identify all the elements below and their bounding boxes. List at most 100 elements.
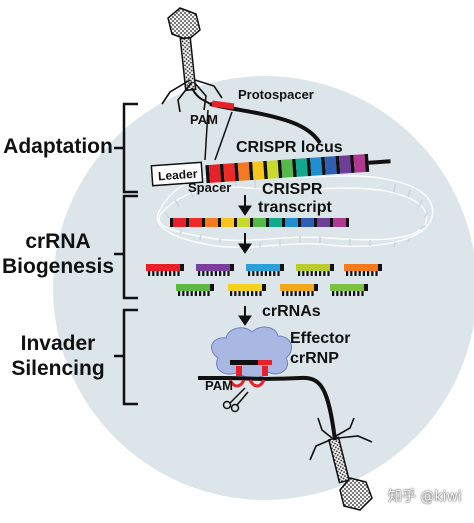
- crrna-tooth: [252, 271, 255, 276]
- crrna-repeat-end: [210, 284, 214, 291]
- crrna: [330, 284, 368, 296]
- crrna-tooth: [206, 271, 209, 276]
- crrna-tooth: [340, 291, 343, 296]
- scissors-icon: [222, 387, 249, 413]
- crrna-tooth: [362, 271, 365, 276]
- crrna-tooth: [327, 271, 330, 276]
- crrna: [296, 264, 334, 276]
- crrna-tooth: [260, 271, 263, 276]
- leader-box: Leader: [150, 161, 204, 187]
- crrna-tooth: [269, 271, 272, 276]
- crrna-tooth: [246, 291, 249, 296]
- locus-spacer: [223, 163, 236, 182]
- crrna-tooth: [361, 291, 364, 296]
- crrna-tooth: [234, 291, 237, 296]
- locus-spacer: [310, 157, 323, 176]
- crrna: [280, 284, 318, 296]
- transcript-repeat: [282, 218, 285, 227]
- crrna-tooth: [238, 291, 241, 296]
- locus-repeat: [234, 162, 240, 182]
- locus-spacer: [324, 156, 337, 175]
- crrna-repeat-end: [280, 264, 284, 271]
- crrna-tooth: [156, 271, 159, 276]
- crrna: [246, 264, 284, 276]
- crrna-tooth: [182, 291, 185, 296]
- crrna-tooth: [282, 291, 285, 296]
- transcript-repeat: [218, 218, 221, 227]
- transcript-spacer: [237, 218, 250, 227]
- stage-biogenesis-1: crRNA: [25, 230, 91, 253]
- phage-bottom: [309, 417, 373, 511]
- crrna: [344, 264, 382, 276]
- locus-repeat: [205, 164, 211, 184]
- locus-repeat: [277, 159, 283, 179]
- crrna-tooth: [298, 291, 301, 296]
- transcript-spacer: [333, 218, 346, 227]
- locus-repeat: [364, 153, 370, 173]
- crrna-tooth: [210, 271, 213, 276]
- transcript-repeat: [250, 218, 253, 227]
- crrna-spacer: [330, 284, 364, 291]
- locus-spacer: [339, 155, 352, 174]
- locus-repeat: [349, 154, 355, 174]
- crrna-tooth: [227, 271, 230, 276]
- phage-top: [161, 7, 223, 113]
- locus-spacer: [252, 161, 265, 180]
- crrna-tooth: [152, 271, 155, 276]
- crrna-tooth: [367, 271, 370, 276]
- crrna-tooth: [310, 271, 313, 276]
- stage-biogenesis-2: Biogenesis: [2, 255, 115, 278]
- crrna-repeat-end: [378, 264, 382, 271]
- crrna-repeat-end: [262, 284, 266, 291]
- crrna-tooth: [242, 291, 245, 296]
- crrna-tooth: [177, 271, 180, 276]
- crrna-tooth: [207, 291, 210, 296]
- target-dna: [198, 375, 337, 441]
- crrna-tooth: [219, 271, 222, 276]
- crrna-tooth: [311, 291, 314, 296]
- crrna: [146, 264, 184, 276]
- crrna-tooth: [169, 271, 172, 276]
- crrna-tooth: [371, 271, 374, 276]
- transcript-repeat: [346, 218, 349, 227]
- crrna-tooth: [290, 291, 293, 296]
- crrna-spacer: [196, 264, 230, 271]
- effector-label-1: Effector: [290, 330, 350, 347]
- crrna-tooth: [303, 291, 306, 296]
- transcript-spacer: [301, 218, 314, 227]
- transcript-spacer: [253, 218, 266, 227]
- crrna-repeat-end: [314, 284, 318, 291]
- crrna-tooth: [248, 271, 251, 276]
- locus-repeat: [335, 155, 341, 175]
- crrna-tooth: [298, 271, 301, 276]
- stage-adaptation: Adaptation: [3, 135, 113, 158]
- crrna-tooth: [251, 291, 254, 296]
- crrna-tooth: [148, 271, 151, 276]
- crrna-tooth: [302, 271, 305, 276]
- crrna-tooth: [357, 291, 360, 296]
- locus-repeat: [292, 158, 297, 178]
- crrna-tooth: [273, 271, 276, 276]
- crrna-tooth: [346, 271, 349, 276]
- crrna-tooth: [353, 291, 356, 296]
- crrna-spacer: [296, 264, 330, 271]
- transcript-label-2: transcript: [258, 199, 332, 216]
- crrna-tooth: [198, 271, 201, 276]
- crispr-locus-label: CRISPR locus: [236, 139, 343, 156]
- transcript-spacer: [221, 218, 234, 227]
- transcript-repeat: [298, 218, 301, 227]
- locus-spacer: [237, 162, 250, 181]
- locus-spacer: [281, 159, 294, 178]
- crrna-spacer: [146, 264, 180, 271]
- crrna-tooth: [307, 291, 310, 296]
- crrna-tooth: [323, 271, 326, 276]
- crrna-tooth: [214, 271, 217, 276]
- effector-label-2: crRNP: [290, 350, 339, 367]
- locus-new-spacer: [208, 164, 222, 183]
- crrna-tooth: [375, 271, 378, 276]
- crrna-tooth: [336, 291, 339, 296]
- transcript-repeat: [314, 218, 317, 227]
- crrna-tooth: [255, 291, 258, 296]
- locus-repeat: [248, 161, 254, 181]
- locus-repeat: [263, 160, 268, 180]
